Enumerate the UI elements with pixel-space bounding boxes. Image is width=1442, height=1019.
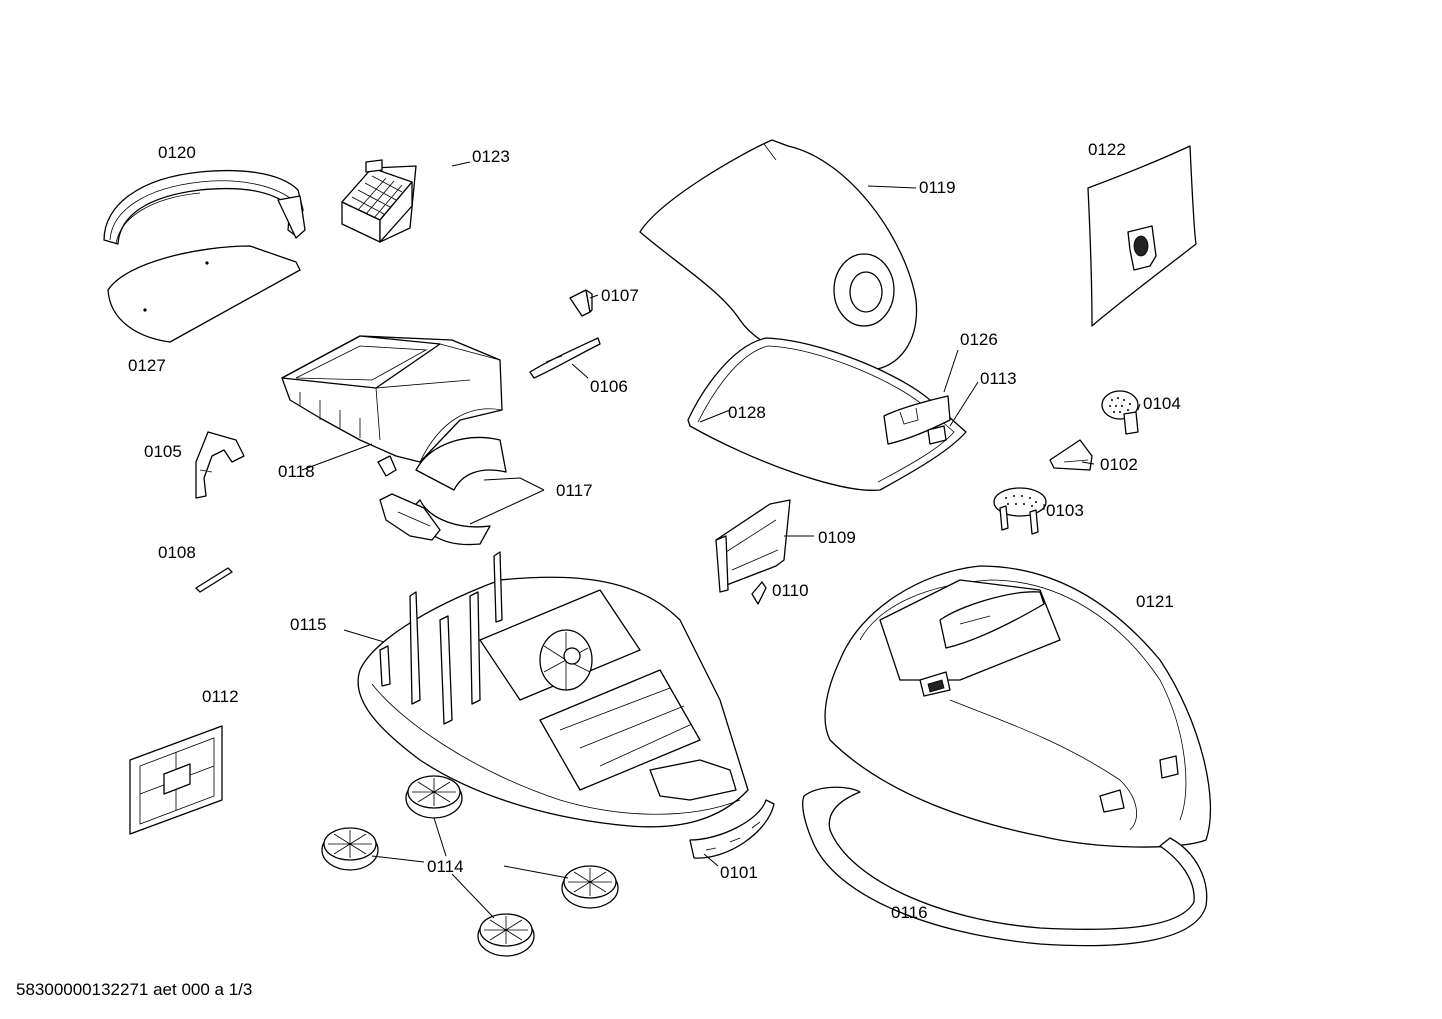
label-0121: 0121 [1136,592,1174,611]
label-0108: 0108 [158,543,196,562]
label-0101: 0101 [720,863,758,882]
part-0108-pin [195,567,233,593]
label-0112: 0112 [202,687,239,706]
part-0113-button [927,425,947,445]
label-0104: 0104 [1143,394,1181,413]
label-0117: 0117 [556,481,593,500]
label-0123: 0123 [472,147,510,166]
label-0102: 0102 [1100,455,1138,474]
label-0103: 0103 [1046,501,1084,520]
label-0109: 0109 [818,528,856,547]
label-0106: 0106 [590,377,628,396]
part-labels: 0120 0123 0127 0118 0105 0108 0117 0115 … [128,140,1181,922]
part-0123-hepa-filter [341,159,417,243]
label-0110: 0110 [772,581,809,600]
part-0118-filter-housing [281,335,503,463]
part-0102-bracket [1049,439,1093,471]
part-0127-cover-plate [107,245,301,343]
part-0107-clip [569,289,593,317]
label-0119: 0119 [919,178,956,197]
label-0115: 0115 [290,615,327,634]
part-0110-spring-clip [751,581,767,605]
part-0116-shell-seal [802,786,1208,947]
label-0122: 0122 [1088,140,1126,159]
label-0127: 0127 [128,356,166,375]
part-0115-bottom-shell [357,551,749,828]
part-0101-bumper [689,799,775,859]
label-0113: 0113 [980,369,1017,388]
part-0112-grille [129,725,223,835]
part-0104-small-nozzle [1101,390,1139,435]
label-0126: 0126 [960,330,998,349]
label-0116: 0116 [891,903,928,922]
part-0105-clip [195,431,245,499]
part-0122-dust-bag [1087,145,1197,327]
label-0105: 0105 [144,442,182,461]
drawing-reference-footer: 58300000132271 aet 000 a 1/3 [16,980,253,999]
part-0117-seal-flaps [377,436,507,546]
part-0114-castor-wheels [321,775,619,957]
leader-lines [301,161,1141,919]
part-0106-spring [529,337,601,379]
label-0107: 0107 [601,286,639,305]
part-0128-lid-seal [687,337,967,491]
part-0119-top-lid [639,139,918,371]
label-0114: 0114 [427,857,464,876]
label-0120: 0120 [158,143,196,162]
label-0128: 0128 [728,403,766,422]
part-0103-round-nozzle [993,487,1047,535]
part-0109-bracket [715,499,791,593]
part-0126-latch [883,395,951,445]
label-0118: 0118 [278,462,315,481]
part-0121-upper-shell [824,565,1212,848]
